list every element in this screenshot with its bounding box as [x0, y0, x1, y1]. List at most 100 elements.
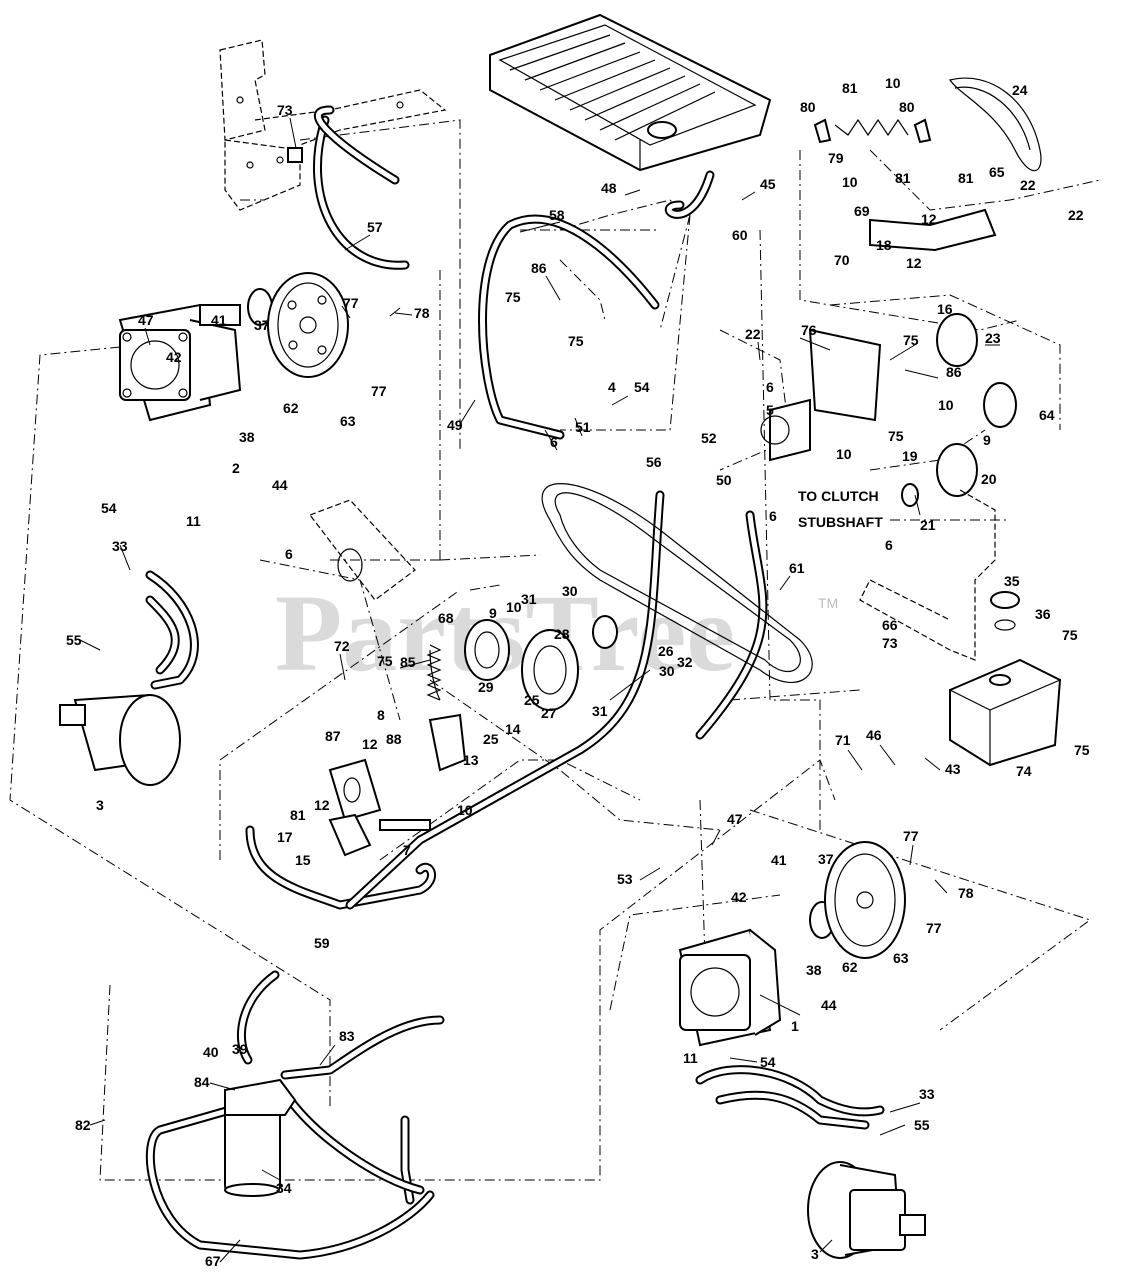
callout-label: 62 — [842, 959, 858, 975]
callout-labels: 73 57 58 86 75 75 48 45 60 80 81 10 80 7… — [66, 75, 1090, 1269]
callout-label: 55 — [66, 632, 82, 648]
callout-label: 53 — [617, 871, 633, 887]
frame-bracket-top-left — [219, 39, 447, 211]
callout-label: 84 — [194, 1074, 210, 1090]
callout-label: 62 — [283, 400, 299, 416]
callout-label: 48 — [601, 180, 617, 196]
callout-label: 30 — [562, 583, 578, 599]
callout-label: 85 — [400, 654, 416, 670]
callout-label: 12 — [362, 736, 378, 752]
callout-label: 1 — [791, 1018, 799, 1034]
callout-label: 3 — [811, 1246, 819, 1262]
callout-label: 72 — [334, 638, 350, 654]
callout-label: 78 — [958, 885, 974, 901]
callout-label: 18 — [876, 237, 892, 253]
callout-label: 31 — [521, 591, 537, 607]
callout-label: 60 — [732, 227, 748, 243]
callout-label: 58 — [549, 207, 565, 223]
callout-label: 54 — [760, 1054, 776, 1070]
callout-label: 78 — [414, 305, 430, 321]
clutch-bracket — [760, 328, 882, 462]
pulley-upper-left — [247, 272, 349, 378]
callout-label: 41 — [211, 312, 227, 328]
wheel-motor-right — [807, 1161, 926, 1259]
callout-label: 57 — [367, 219, 383, 235]
callout-label: 42 — [731, 889, 747, 905]
callout-label: 3 — [96, 797, 104, 813]
tensioner-plate — [309, 499, 416, 601]
callout-label: 61 — [789, 560, 805, 576]
callout-label: 11 — [186, 513, 201, 529]
callout-label: 51 — [575, 419, 591, 435]
callout-label: 35 — [1004, 573, 1020, 589]
callout-label: 80 — [800, 99, 816, 115]
wheel-motor-left — [59, 693, 181, 786]
pulley-lower-right — [809, 841, 906, 959]
callout-label: 69 — [854, 203, 870, 219]
callout-label: 66 — [882, 617, 898, 633]
hydraulic-pump-lower-right — [678, 928, 782, 1047]
callout-label: 75 — [888, 428, 904, 444]
callout-label: 38 — [806, 962, 822, 978]
callout-label: 50 — [716, 472, 732, 488]
callout-label: 47 — [138, 312, 154, 328]
callout-label: 87 — [325, 728, 341, 744]
callout-label: 43 — [945, 761, 961, 777]
fittings-right-top — [813, 118, 997, 252]
callout-label: 82 — [75, 1117, 91, 1133]
callout-label: 67 — [205, 1253, 221, 1269]
callout-label: 38 — [239, 429, 255, 445]
callout-label: 37 — [254, 317, 270, 333]
center-pulleys — [429, 615, 618, 711]
callout-label: 34 — [276, 1180, 292, 1196]
callout-label: 75 — [903, 332, 919, 348]
callout-label: 17 — [277, 829, 293, 845]
callout-label: 22 — [1068, 207, 1084, 223]
callout-label: 2 — [232, 460, 240, 476]
callout-label: 77 — [343, 295, 359, 311]
callout-label: 77 — [903, 828, 919, 844]
callout-label: 77 — [926, 920, 942, 936]
callout-label: 63 — [893, 950, 909, 966]
callout-label: 6 — [769, 508, 777, 524]
callout-label: 52 — [701, 430, 717, 446]
callout-label: 7 — [403, 842, 411, 858]
callout-label: 74 — [1016, 763, 1032, 779]
note-stubshaft: STUBSHAFT — [798, 514, 883, 530]
callout-label: 41 — [771, 852, 787, 868]
callout-label: 22 — [745, 326, 761, 342]
callout-label: 47 — [727, 811, 743, 827]
callout-label: 75 — [1074, 742, 1090, 758]
callout-label: 24 — [1012, 82, 1028, 98]
callout-label: 75 — [377, 653, 393, 669]
callout-label: 37 — [818, 851, 834, 867]
spring-center — [426, 644, 442, 701]
callout-label: 44 — [821, 997, 837, 1013]
callout-label: 26 — [658, 643, 674, 659]
callout-label: 80 — [899, 99, 915, 115]
callout-label: 6 — [766, 379, 774, 395]
callout-label: 39 — [232, 1041, 248, 1057]
idler-arm-bottom — [328, 813, 431, 857]
callout-label: 12 — [906, 255, 922, 271]
callout-label: 10 — [506, 599, 522, 615]
callout-label: 5 — [766, 402, 774, 418]
callout-label: 49 — [447, 417, 463, 433]
callout-label: 75 — [505, 289, 521, 305]
callout-label: 81 — [958, 170, 974, 186]
callout-label: 33 — [919, 1086, 935, 1102]
callout-label: 20 — [981, 471, 997, 487]
callout-label: 14 — [505, 721, 521, 737]
watermark-tm: TM — [818, 595, 838, 611]
callout-label: 21 — [920, 517, 936, 533]
callout-label: 81 — [842, 80, 858, 96]
callout-label: 54 — [634, 379, 650, 395]
callout-label: 6 — [885, 537, 893, 553]
note-to-clutch: TO CLUTCH — [798, 488, 879, 504]
callout-label: 83 — [339, 1028, 355, 1044]
callout-label: 77 — [371, 383, 387, 399]
callout-label: 16 — [937, 301, 953, 317]
callout-label: 73 — [882, 635, 898, 651]
callout-label: 54 — [101, 500, 117, 516]
callout-label: 23 — [985, 330, 1001, 346]
